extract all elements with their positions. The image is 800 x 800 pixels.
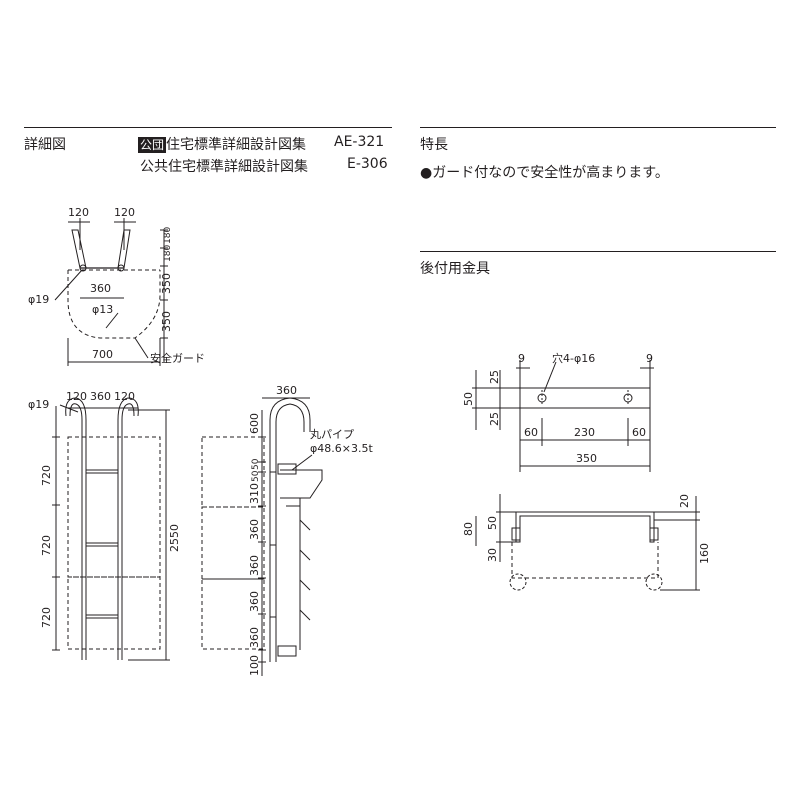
fit-dim-60b: 60: [632, 426, 646, 439]
front-rail-left-outer: [69, 403, 83, 660]
plan-rail-end-right: [117, 264, 125, 272]
side-bracket-top: [277, 463, 297, 475]
fitting-top-view: [472, 360, 654, 472]
features-title: 特長: [420, 137, 448, 153]
side-dim-600: 600: [248, 413, 261, 434]
fitting-pipe-right: [645, 573, 663, 591]
front-dim-2550: 2550: [168, 524, 181, 552]
fitting-pipe-left: [509, 573, 527, 591]
side-bracket-bottom: [277, 645, 297, 657]
front-rung-2: [85, 542, 119, 547]
plan-dim-180b: 180: [163, 245, 173, 262]
plan-guard-outline: [67, 270, 161, 339]
plan-dim-350a: 350: [160, 273, 173, 294]
features-bullet: ●ガード付なので安全性が高まります。: [420, 165, 669, 181]
plan-rail-end-left: [79, 264, 87, 272]
front-rung-1: [85, 469, 119, 474]
side-dim-360c: 360: [248, 591, 261, 612]
fit-dim-230: 230: [574, 426, 595, 439]
header-rule-right: [420, 127, 776, 128]
fit-side-dim-20: 20: [678, 494, 691, 508]
front-dim-720b: 720: [40, 535, 53, 556]
side-dim-50a: 50: [251, 458, 261, 470]
side-rail-inner: [275, 403, 305, 662]
fit-dim-9b: 9: [646, 352, 653, 365]
plan-dim-120a: 120: [68, 206, 89, 219]
plan-handrail-left: [71, 229, 87, 269]
side-pipe-label: 丸パイプ: [310, 428, 354, 441]
side-dim-50b: 50: [251, 470, 261, 482]
fit-side-dim-30: 30: [486, 548, 499, 562]
plan-guard-label: 安全ガード: [150, 351, 205, 365]
fit-side-dim-160: 160: [698, 543, 711, 564]
front-dim-720a: 720: [40, 465, 53, 486]
side-dim-100: 100: [248, 655, 261, 676]
fitting-channel: [515, 511, 655, 543]
detail-title: 詳細図: [24, 137, 66, 153]
ref1-badge: 公団: [138, 137, 167, 153]
reference-1: 公団住宅標準詳細設計図集: [138, 134, 306, 154]
front-dim-360: 360: [90, 390, 111, 403]
front-dim-120a: 120: [66, 390, 87, 403]
side-dim-360b: 360: [248, 555, 261, 576]
fit-side-dim-50: 50: [486, 516, 499, 530]
ref1-code: AE-321: [334, 134, 385, 150]
front-dim-720c: 720: [40, 607, 53, 628]
ref2-code: E-306: [347, 156, 388, 172]
plan-dim-360: 360: [90, 282, 111, 295]
plan-view: [54, 218, 168, 366]
front-rail-left-inner: [65, 397, 87, 660]
side-dim-310: 310: [248, 483, 261, 504]
side-dim-360a: 360: [248, 519, 261, 540]
fitting-side-view: [475, 494, 700, 591]
front-view: [52, 397, 170, 661]
fit-dim-50: 50: [462, 392, 475, 406]
side-dim-360: 360: [276, 384, 297, 397]
side-dim-360d: 360: [248, 627, 261, 648]
plan-dim-700: 700: [92, 348, 113, 361]
fit-side-dim-80: 80: [462, 522, 475, 536]
fit-dim-25b: 25: [488, 412, 501, 426]
fit-dim-60a: 60: [524, 426, 538, 439]
plan-dim-120b: 120: [114, 206, 135, 219]
fit-dim-25a: 25: [488, 370, 501, 384]
bracket-rule: [420, 251, 776, 252]
plan-phi19: φ19: [28, 293, 49, 306]
side-pipe-spec: φ48.6×3.5t: [310, 442, 373, 455]
ref2-text: 公共住宅標準詳細設計図集: [140, 159, 308, 175]
plan-phi13: φ13: [92, 303, 113, 316]
ref1-text: 住宅標準詳細設計図集: [166, 137, 307, 153]
bracket-title: 後付用金具: [420, 261, 490, 277]
side-view: [201, 397, 323, 676]
front-rail-right-inner: [121, 403, 135, 660]
front-phi19: φ19: [28, 398, 49, 411]
fitting-plate: [519, 387, 651, 409]
fit-dim-350: 350: [576, 452, 597, 465]
fit-dim-9a: 9: [518, 352, 525, 365]
plan-dim-350b: 350: [160, 311, 173, 332]
front-dim-120b: 120: [114, 390, 135, 403]
plan-dim-180a: 180: [163, 227, 173, 244]
header-rule-left: [24, 127, 392, 128]
front-rung-3: [85, 614, 119, 619]
fit-hole-label: 穴4-φ16: [552, 351, 595, 365]
front-rail-right-outer: [117, 397, 139, 660]
